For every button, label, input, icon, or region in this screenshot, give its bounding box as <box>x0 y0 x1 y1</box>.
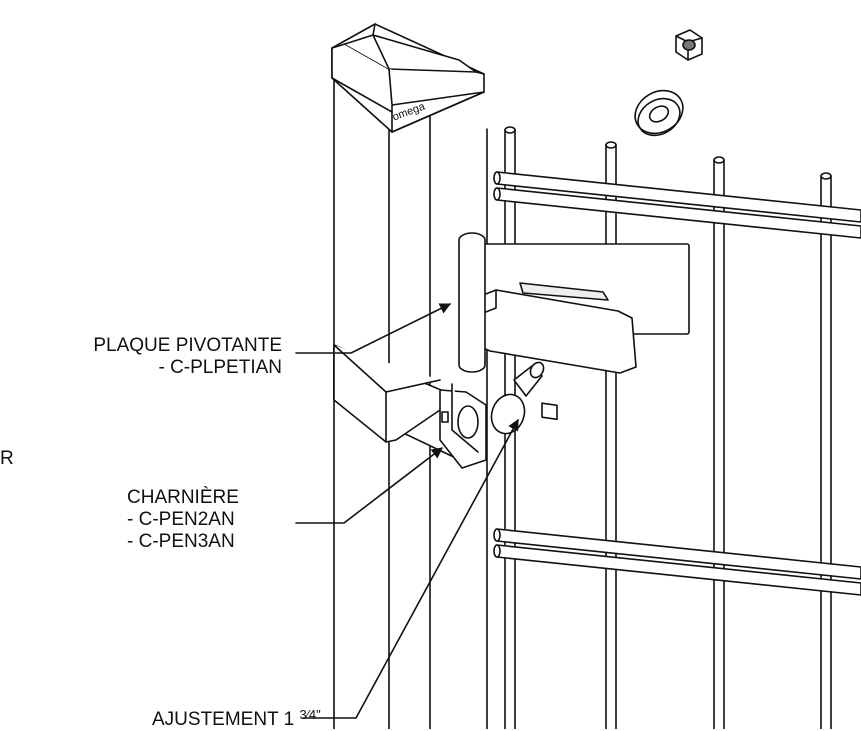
adjustment-bolt <box>490 361 545 435</box>
charniere-code-2: - C-PEN3AN <box>127 531 235 552</box>
vertical-wire <box>820 172 832 729</box>
leader-charniere <box>295 447 443 524</box>
leader-ajustement <box>302 419 519 719</box>
leader-lines <box>295 303 519 719</box>
charniere-label: CHARNIÈRE - C-PEN2AN - C-PEN3AN <box>127 487 287 553</box>
fence-horizontal-wires <box>493 171 861 596</box>
plaque-pivotante-label: PLAQUE PIVOTANTE - C-PLPETIAN <box>0 335 282 379</box>
ajustement-text: AJUSTEMENT 1 <box>152 709 295 730</box>
charniere-code-1: - C-PEN2AN <box>127 509 235 530</box>
hex-nut <box>675 29 703 61</box>
plaque-code: - C-PLPETIAN <box>158 357 282 378</box>
vertical-wire <box>605 141 617 729</box>
flat-washer <box>634 89 684 137</box>
post-cap <box>331 23 485 133</box>
horizontal-wire-bottom <box>493 528 861 596</box>
hinge-pin-plate <box>473 243 690 421</box>
cut-letter: R <box>0 448 14 469</box>
plaque-title: PLAQUE PIVOTANTE <box>93 335 282 356</box>
ajustement-fraction: 3⁄4" <box>299 707 321 722</box>
vertical-wire <box>713 156 725 729</box>
hinge-clip <box>439 383 487 469</box>
charniere-title: CHARNIÈRE <box>127 487 239 508</box>
leader-plaque <box>295 303 452 354</box>
horizontal-wire-top <box>493 171 861 239</box>
hinge-pivot-cylinder <box>458 232 486 373</box>
ajustement-label: AJUSTEMENT 1 3⁄4" <box>152 704 321 731</box>
hinge-bracket <box>333 344 461 461</box>
